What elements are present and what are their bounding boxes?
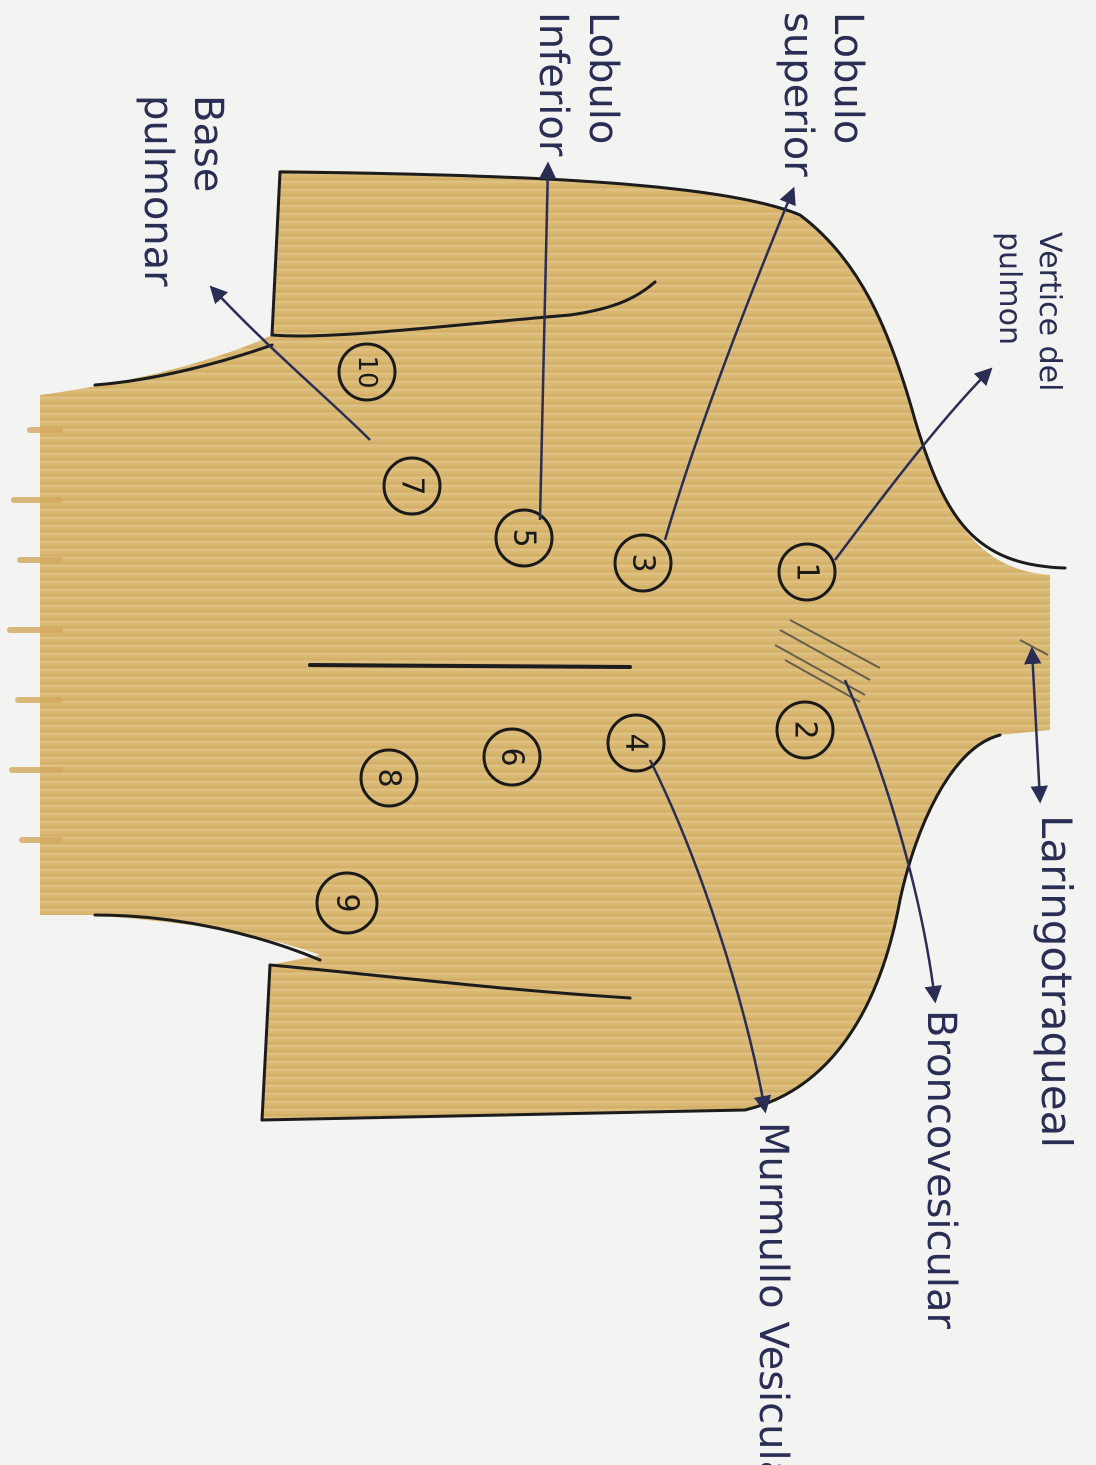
svg-text:pulmonar: pulmonar [135, 95, 181, 287]
label-murmullo-vesicular: Murmullo Vesicular [750, 1122, 796, 1465]
svg-text:Inferior: Inferior [530, 12, 576, 157]
svg-text:Base: Base [185, 95, 231, 192]
svg-text:Vertice del: Vertice del [1032, 232, 1067, 391]
torso [10, 170, 1050, 1120]
svg-text:5: 5 [507, 528, 542, 547]
svg-text:pulmon: pulmon [992, 232, 1027, 345]
svg-text:3: 3 [626, 553, 661, 572]
svg-text:10: 10 [352, 355, 382, 388]
label-base-pulmonar: Base pulmonar [135, 95, 231, 287]
label-broncovesicular: Broncovesicular [918, 1010, 964, 1330]
label-vertice-pulmon: Vertice del pulmon [992, 232, 1067, 391]
svg-text:Lobulo: Lobulo [825, 12, 871, 144]
svg-text:6: 6 [495, 747, 530, 766]
label-lobulo-superior: Lobulo superior [775, 12, 871, 177]
svg-text:2: 2 [788, 720, 823, 739]
svg-text:8: 8 [372, 768, 407, 787]
svg-text:9: 9 [330, 893, 365, 912]
svg-text:4: 4 [619, 733, 654, 752]
label-laringotraqueal: Laringotraqueal [1032, 815, 1081, 1148]
spine-line [310, 665, 630, 667]
svg-text:7: 7 [395, 476, 430, 495]
label-lobulo-inferior: Lobulo Inferior [530, 12, 626, 157]
svg-text:1: 1 [790, 562, 825, 581]
svg-text:Lobulo: Lobulo [580, 12, 626, 144]
svg-text:superior: superior [775, 12, 821, 177]
